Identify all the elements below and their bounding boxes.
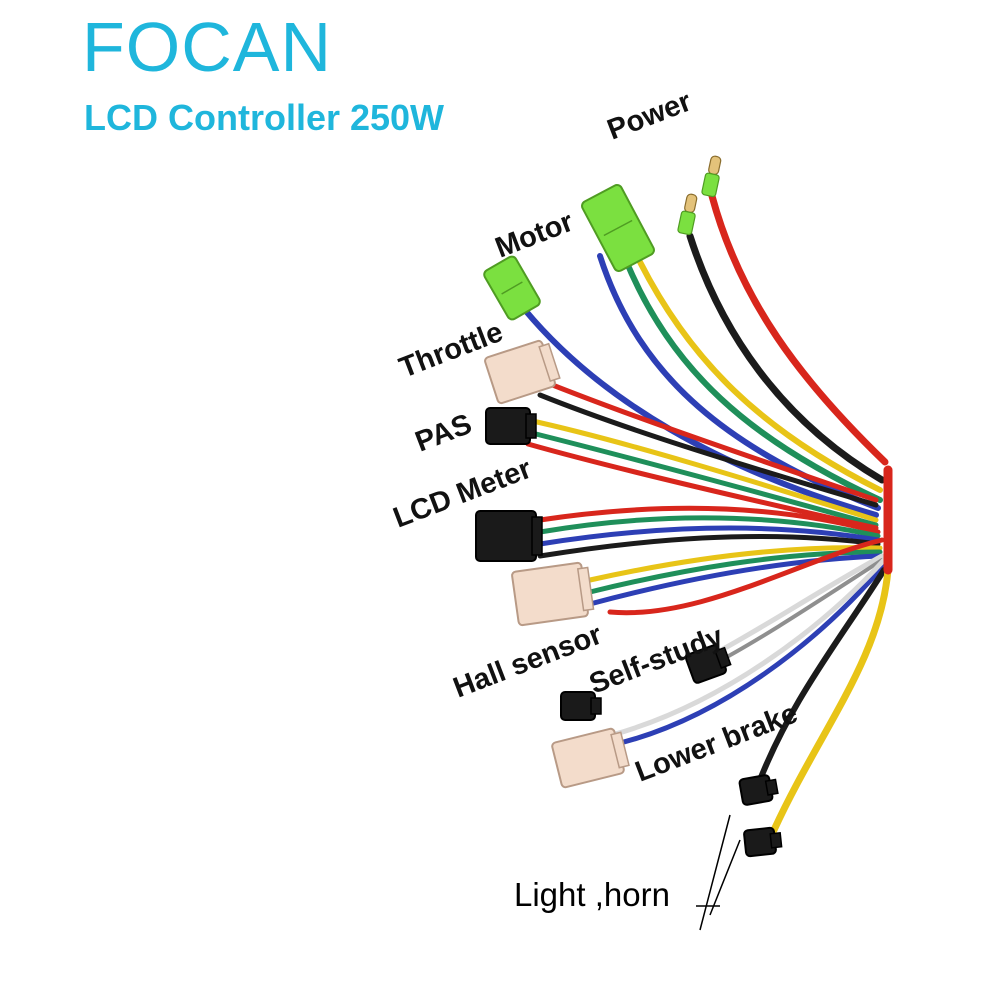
label-light-horn: Light ,horn bbox=[514, 876, 670, 913]
terminal-power-red bbox=[701, 155, 722, 198]
connector-light-plug-1 bbox=[738, 774, 779, 806]
terminal-power-black bbox=[677, 193, 698, 236]
wire-light-yellow bbox=[770, 566, 892, 834]
connector-pas-plug bbox=[485, 407, 537, 445]
connector-light-plug-2 bbox=[743, 826, 783, 858]
wire-bundle bbox=[522, 192, 893, 834]
connector-lower-brake-black bbox=[560, 691, 602, 721]
wire-hall-yellow bbox=[587, 545, 883, 583]
label-motor: Motor bbox=[491, 206, 578, 265]
wire-lcd-green bbox=[537, 515, 881, 539]
connector-throttle-green bbox=[483, 255, 541, 321]
brand-title: FOCAN bbox=[82, 8, 332, 86]
wire-pas-yellow bbox=[525, 417, 879, 523]
connector-lcd-meter-plug bbox=[475, 510, 543, 562]
wire-pas-red bbox=[525, 441, 879, 531]
wire-power-black bbox=[686, 232, 886, 484]
wire-brake-blue bbox=[609, 562, 887, 748]
wire-lcd-red bbox=[537, 505, 881, 535]
wire-lcd-black bbox=[537, 533, 881, 559]
wire-hall-blue bbox=[587, 553, 883, 607]
connector-self-study-plug bbox=[685, 644, 732, 684]
leader-line-light-horn bbox=[696, 814, 741, 931]
connector-group bbox=[475, 155, 783, 931]
wire-selfstudy-gray bbox=[710, 558, 884, 667]
wire-light-black bbox=[753, 567, 887, 793]
wire-hall-red bbox=[607, 537, 885, 616]
connector-hall-sensor-plug bbox=[511, 561, 595, 627]
label-power: Power bbox=[603, 85, 696, 146]
connector-motor-block bbox=[581, 183, 655, 273]
wire-brake-white bbox=[609, 557, 887, 738]
wire-motor-green bbox=[622, 255, 883, 503]
wire-throttle-black bbox=[537, 392, 879, 508]
wire-pas-green bbox=[525, 429, 879, 528]
wire-motor-yellow bbox=[637, 259, 883, 493]
product-subtitle: LCD Controller 250W bbox=[84, 97, 445, 138]
label-pas: PAS bbox=[411, 408, 476, 458]
connector-throttle-plug bbox=[484, 339, 561, 405]
wire-selfstudy-white bbox=[709, 553, 885, 658]
wire-throttle-red bbox=[537, 377, 879, 503]
wire-power-red bbox=[708, 192, 889, 466]
wire-lcd-blue bbox=[537, 525, 881, 547]
connector-lower-brake-plug bbox=[551, 727, 630, 789]
